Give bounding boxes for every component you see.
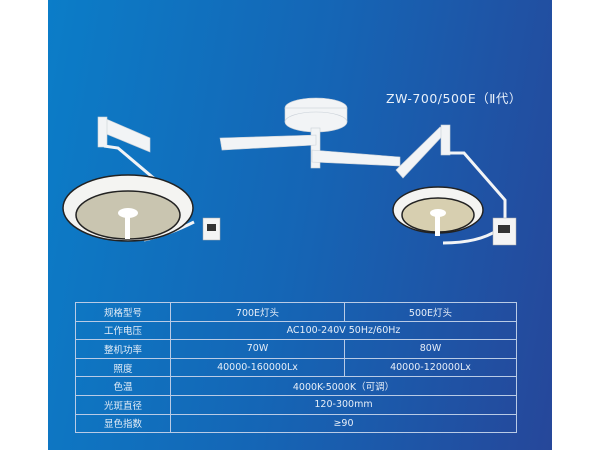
row-label: 工作电压 [75,320,171,341]
cell-500e: 40000-120000Lx [344,357,517,378]
table-row: 显色指数 ≥90 [75,413,517,434]
cell-value: 4000K-5000K（可调） [170,376,517,396]
cell-700e: 40000-160000Lx [170,357,345,378]
cell-700e: 70W [170,339,345,359]
table-row: 色温 4000K-5000K（可调） [75,376,517,396]
product-model-title: ZW-700/500E（Ⅱ代） [386,91,522,106]
lamp-head-500e [392,186,484,236]
table-row: 整机功率 70W 80W [75,339,517,359]
row-label: 整机功率 [75,339,171,359]
table-row: 规格型号 700E灯头 500E灯头 [75,302,517,322]
spec-table: 规格型号 700E灯头 500E灯头 工作电压 AC100-240V 50Hz/… [75,302,517,434]
cell-value: ≥90 [170,413,517,434]
table-row: 光斑直径 120-300mm [75,394,517,415]
row-label: 色温 [75,376,171,396]
surgical-lamp-image [62,97,517,246]
row-label: 照度 [75,357,171,378]
cell-700e: 700E灯头 [170,302,345,322]
row-label: 光斑直径 [75,394,171,415]
cell-500e: 500E灯头 [344,302,517,322]
cell-500e: 80W [344,339,517,359]
table-row: 工作电压 AC100-240V 50Hz/60Hz [75,320,517,341]
lamp-head-700e [62,174,194,242]
cell-value: AC100-240V 50Hz/60Hz [170,320,517,341]
table-row: 照度 40000-160000Lx 40000-120000Lx [75,357,517,378]
row-label: 显色指数 [75,413,171,434]
row-label: 规格型号 [75,302,171,322]
cell-value: 120-300mm [170,394,517,415]
